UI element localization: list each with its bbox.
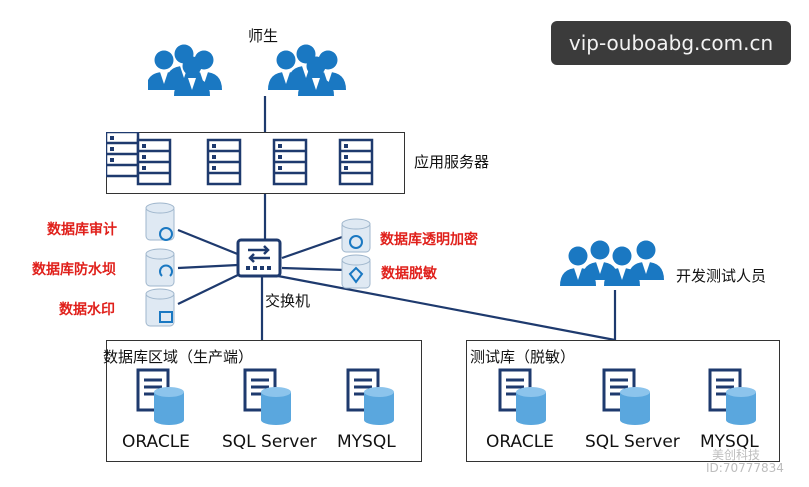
test-mysql-label: MYSQL: [700, 432, 759, 452]
prod-mysql-label: MYSQL: [337, 432, 396, 452]
prod-sqlserver-label: SQL Server: [222, 432, 317, 452]
encryption-db-icon: [341, 218, 371, 289]
switch-icon: [236, 238, 282, 278]
security-db-stack-icon: [145, 202, 175, 327]
security-db-audit: 数据库审计: [47, 222, 117, 238]
users-group-icon: [148, 44, 346, 96]
test-sqlserver-label: SQL Server: [585, 432, 680, 452]
security-data-watermark: 数据水印: [59, 302, 115, 318]
app-servers-label: 应用服务器: [414, 153, 490, 171]
server-rack-icons: [106, 132, 374, 186]
security-db-firewall: 数据库防水坝: [32, 262, 116, 278]
dev-testers-group-icon: [560, 240, 664, 286]
dev-testers-label: 开发测试人员: [676, 267, 767, 285]
prod-oracle-label: ORACLE: [122, 432, 190, 452]
database-icons: [136, 368, 758, 427]
security-transparent-encryption: 数据库透明加密: [380, 232, 478, 248]
security-data-masking: 数据脱敏: [381, 266, 437, 282]
switch-label: 交换机: [265, 292, 311, 310]
test-oracle-label: ORACLE: [486, 432, 554, 452]
watermark-id: ID:70777834: [706, 461, 784, 475]
url-banner: vip-ouboabg.com.cn: [551, 21, 791, 65]
teachers-label: 师生: [248, 27, 279, 45]
prod-db-zone-label: 数据库区域（生产端）: [103, 348, 254, 366]
test-db-zone-label: 测试库（脱敏）: [470, 348, 576, 366]
watermark-brand: 美创科技: [712, 448, 761, 462]
